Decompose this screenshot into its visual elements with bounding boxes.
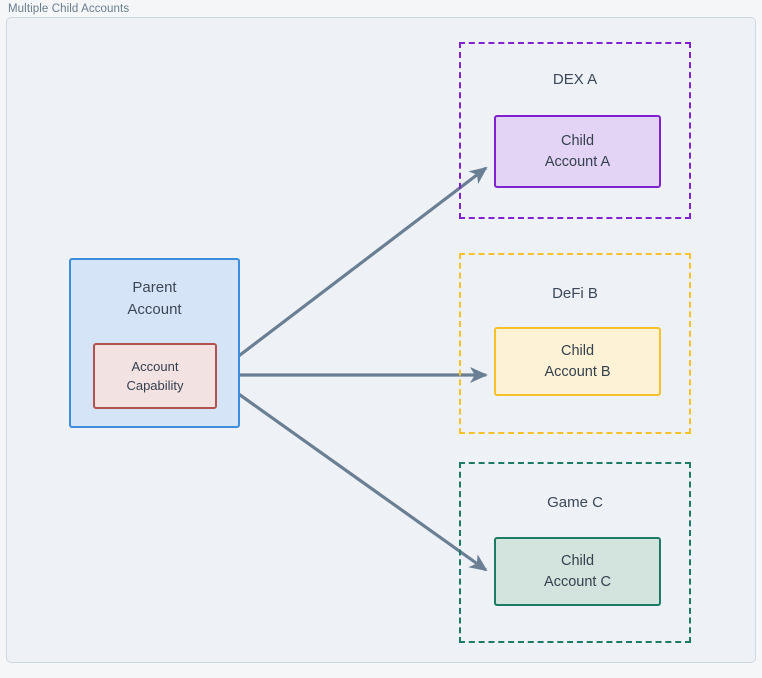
child-account-c-label-line1: Child (560, 552, 595, 569)
child-account-b-label-line2: Account B (544, 363, 611, 380)
account-capability-label-line2: Capability (126, 378, 184, 393)
child-account-c-node[interactable]: Child Account C (494, 537, 661, 606)
diagram-title: Multiple Child Accounts (8, 3, 130, 15)
child-account-b-label-line1: Child (560, 342, 595, 359)
child-account-a-node[interactable]: Child Account A (494, 115, 661, 188)
account-capability-label-line1: Account (131, 359, 179, 374)
child-account-c-label-line2: Account C (544, 573, 611, 590)
child-account-a-label-line1: Child (560, 132, 595, 149)
group-defi-b-label: DeFi B (552, 285, 598, 302)
parent-account-label-line2: Account (127, 301, 182, 318)
parent-account-label: Parent Account (71, 277, 238, 321)
group-dex-a-label: DEX A (552, 71, 598, 88)
parent-account-label-line1: Parent (132, 279, 177, 296)
child-account-b-node[interactable]: Child Account B (494, 327, 661, 396)
child-account-a-label-line2: Account A (544, 153, 611, 170)
group-dex-a[interactable]: DEX A Child Account A (459, 42, 691, 219)
group-game-c[interactable]: Game C Child Account C (459, 462, 691, 643)
group-defi-b[interactable]: DeFi B Child Account B (459, 253, 691, 434)
group-game-c-label: Game C (547, 494, 603, 511)
parent-account-node[interactable]: Parent Account Account Capability (69, 258, 240, 428)
account-capability-node[interactable]: Account Capability (93, 343, 217, 409)
